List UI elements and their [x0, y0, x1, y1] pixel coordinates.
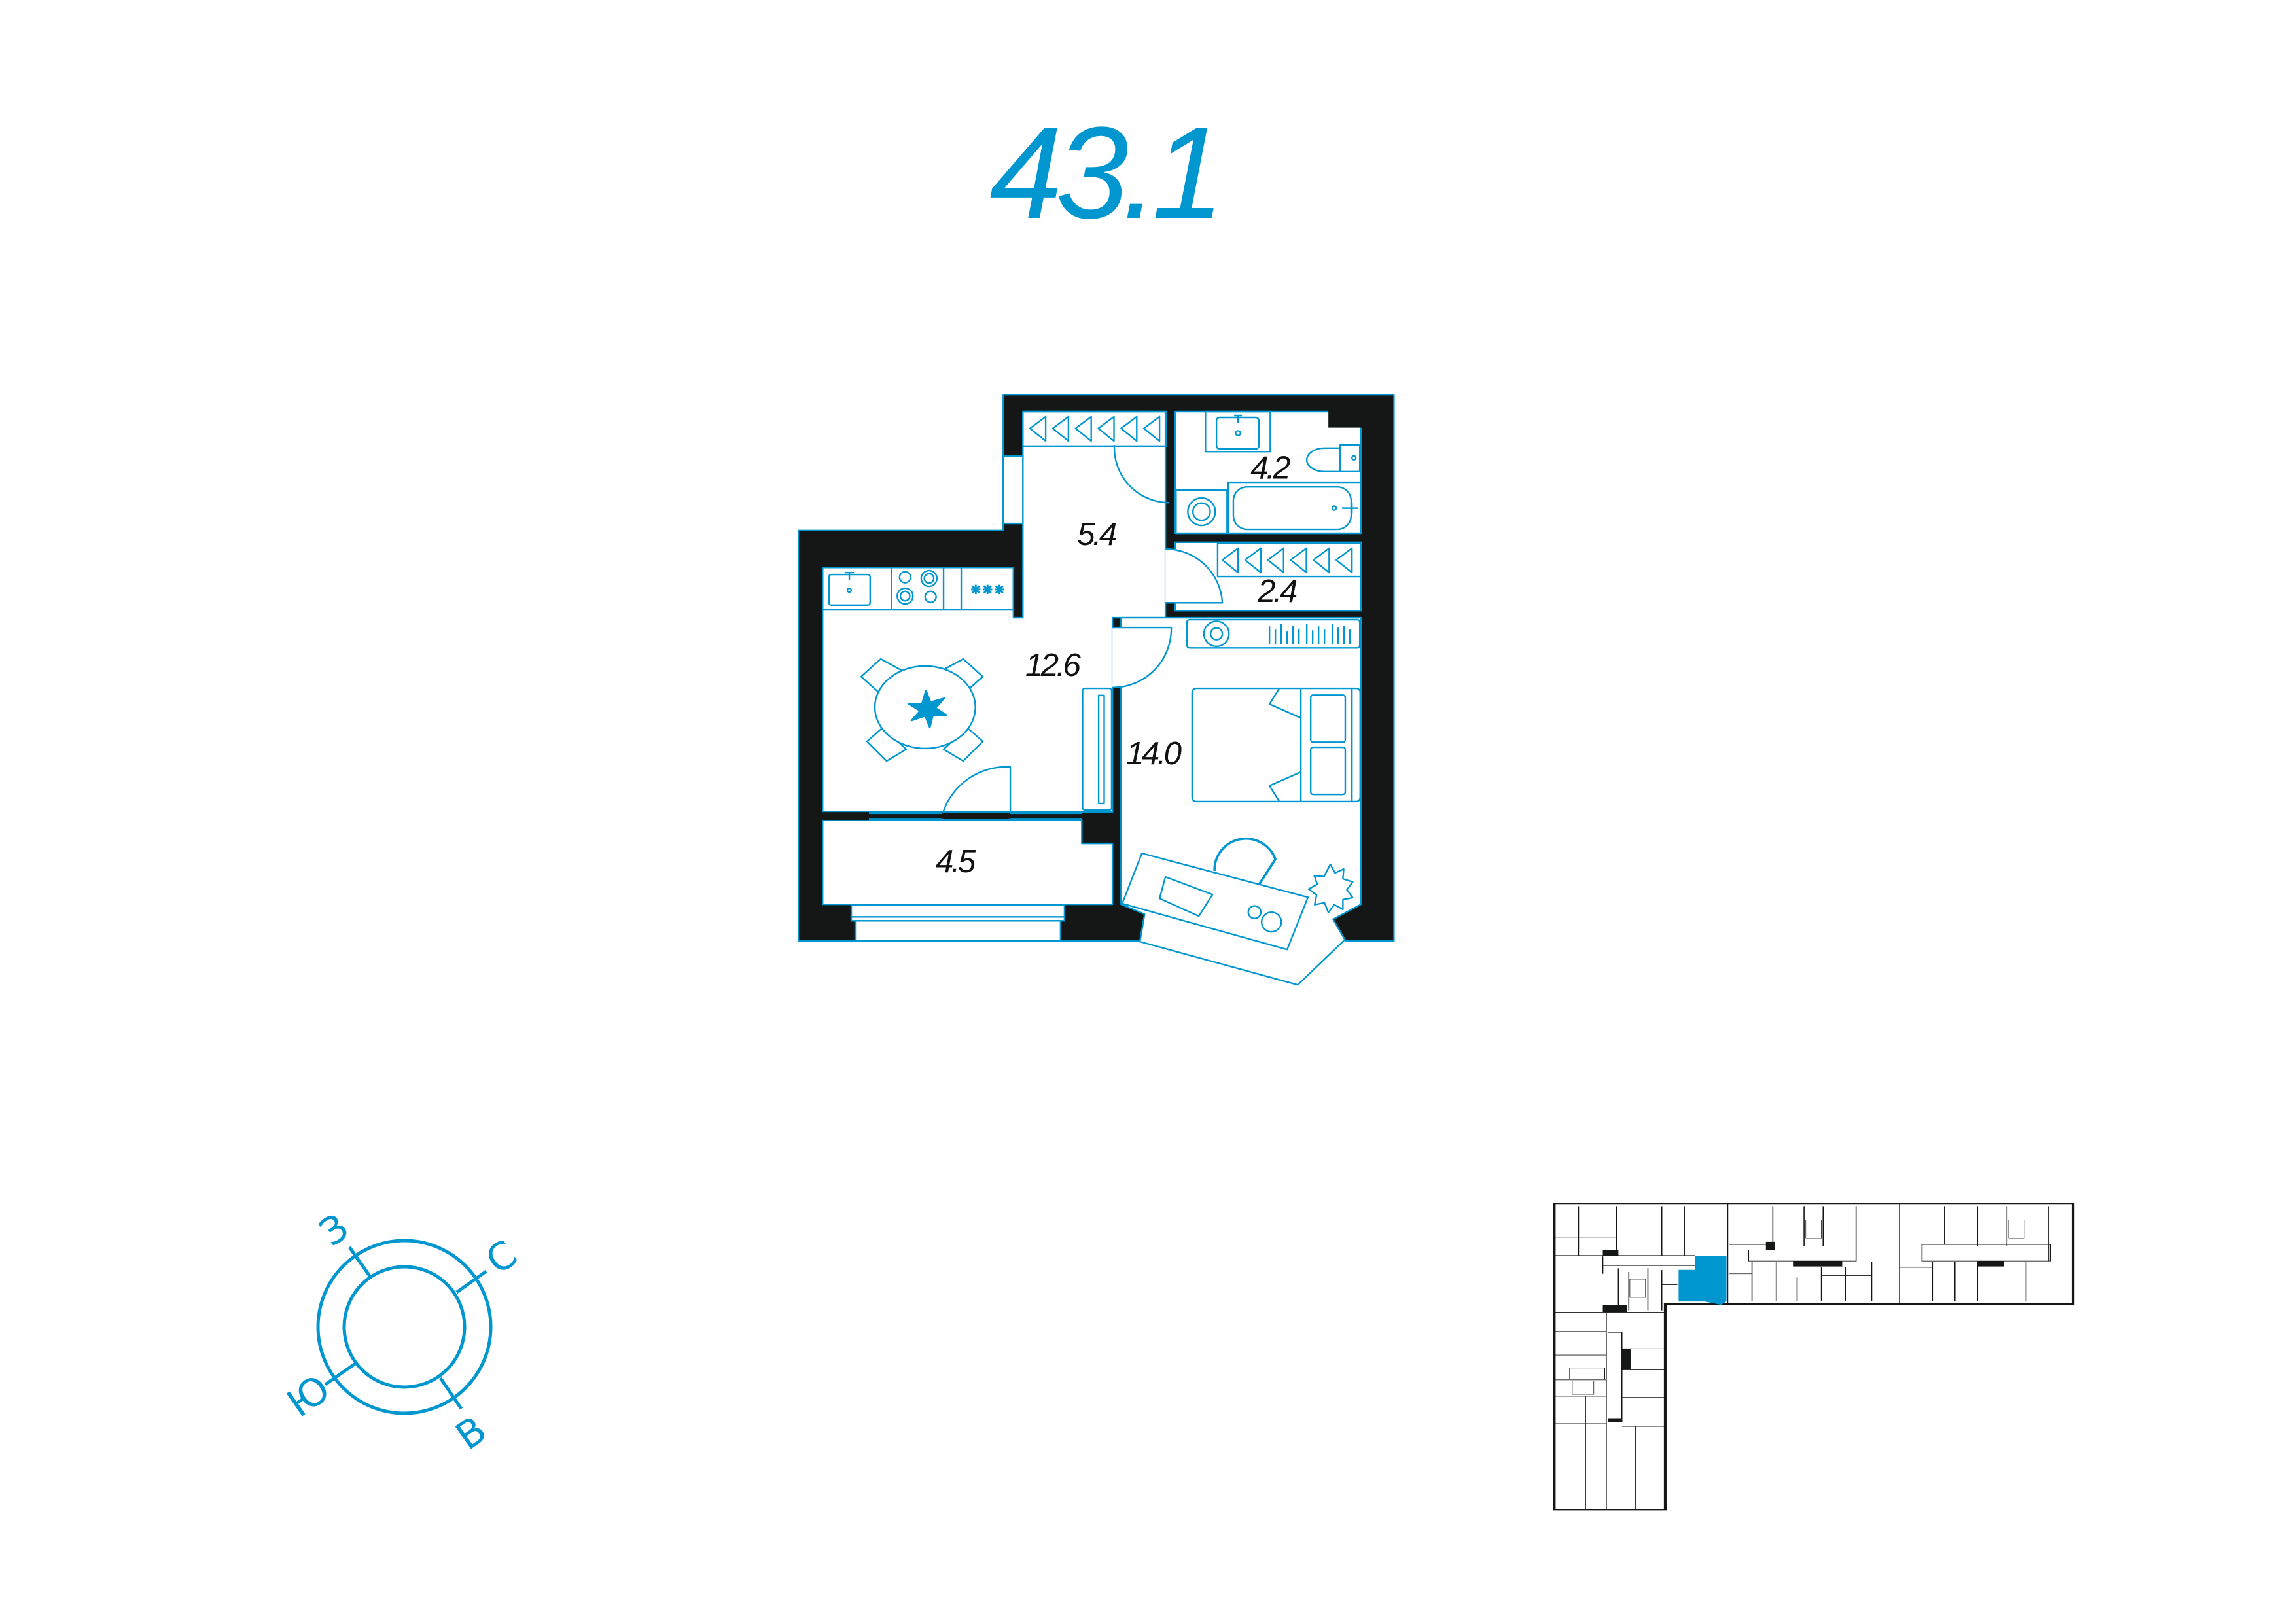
dresser	[1186, 618, 1361, 649]
compass-tick	[324, 1362, 357, 1386]
floor-plan: 5.4 4.2 2.4 12.6 14.0 4.5	[798, 394, 1395, 986]
compass-north-label: С	[478, 1231, 525, 1283]
toilet-icon	[1305, 444, 1361, 473]
apartment-total-area: 43.1	[989, 100, 1224, 246]
window	[850, 904, 1066, 922]
doorway	[1165, 549, 1176, 603]
compass-tick	[347, 1246, 372, 1277]
door-swing	[1165, 548, 1224, 604]
window	[854, 920, 1062, 942]
area-label-loggia: 4.5	[936, 843, 976, 879]
area-label-bedroom: 14.0	[1126, 735, 1182, 771]
hanger-icons	[1029, 415, 1353, 574]
compass-outer-ring	[316, 1239, 493, 1415]
plant-icon	[1307, 863, 1354, 913]
area-label-kitchen: 12.6	[1025, 647, 1082, 683]
door-swing	[942, 766, 1012, 814]
compass-south-label: Ю	[279, 1366, 338, 1426]
compass-inner-ring	[342, 1265, 467, 1389]
compass-tick	[455, 1269, 487, 1294]
wardrobe-hall	[1082, 687, 1113, 811]
bathtub-icon	[1227, 481, 1362, 535]
sink-icon	[1205, 410, 1271, 453]
doorway	[1112, 627, 1122, 688]
kitchen-counter	[822, 567, 1015, 611]
area-label-closet: 2.4	[1257, 573, 1297, 609]
wardrobe	[1022, 410, 1167, 448]
building-rooms	[1554, 1203, 2072, 1510]
area-label-hallway: 5.4	[1077, 516, 1116, 552]
stairs-icon	[1572, 1220, 2025, 1395]
door-swing	[1112, 626, 1173, 689]
washing-machine-icon	[1175, 489, 1228, 535]
room-loggia	[822, 819, 1114, 906]
building-floor-minimap	[1553, 1203, 2075, 1511]
wardrobe	[1216, 542, 1362, 578]
bed	[1191, 687, 1361, 803]
building-outline	[1553, 1203, 2075, 1511]
highlighted-apartment	[1678, 1256, 1727, 1305]
freezer-icon	[971, 584, 1004, 595]
compass: З С Ю В	[279, 1205, 525, 1459]
flower-icon	[907, 689, 948, 729]
compass-tick	[438, 1377, 463, 1410]
wall-segment	[822, 812, 870, 821]
area-label-bathroom: 4.2	[1250, 450, 1290, 486]
compass-east-label: В	[448, 1407, 495, 1459]
door-swing	[1113, 444, 1170, 504]
wall-segment	[1328, 410, 1364, 428]
dining-table	[860, 658, 984, 762]
window	[1002, 455, 1024, 525]
glazed-partition	[869, 812, 1082, 820]
desk	[1121, 838, 1309, 951]
